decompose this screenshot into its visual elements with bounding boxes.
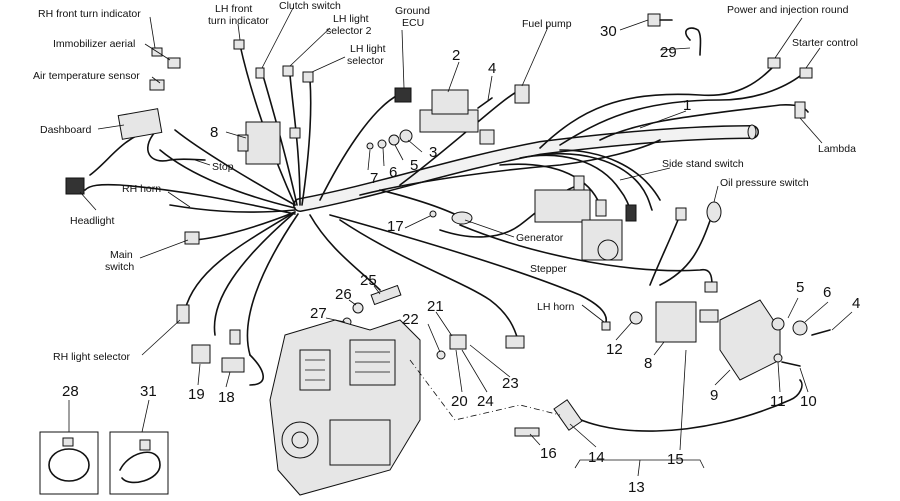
label-air-temperature-sensor: Air temperature sensor [33, 70, 140, 82]
label-fuel-pump: Fuel pump [522, 18, 572, 30]
part-number-17: 17 [387, 218, 404, 235]
label-rh-front-turn-indicator: RH front turn indicator [38, 8, 141, 20]
part-number-13: 13 [628, 479, 645, 496]
part-number-9: 9 [710, 387, 718, 404]
label-main-switch-line1: Main [110, 249, 133, 261]
part-number-6-top: 6 [389, 164, 397, 181]
label-lh-light-selector-2-line1: LH light [333, 13, 369, 25]
part-number-21: 21 [427, 298, 444, 315]
harness-wires [84, 44, 809, 386]
label-rh-horn: RH horn [122, 183, 161, 195]
reference-dashed-line [409, 359, 561, 421]
engine-block [269, 319, 421, 496]
label-dashboard: Dashboard [40, 124, 92, 136]
clamp-box-28 [39, 431, 99, 495]
label-power-injection-round: Power and injection round [727, 4, 849, 16]
part-number-8-top: 8 [210, 124, 218, 141]
part-number-11: 11 [770, 393, 786, 410]
text-labels: RH front turn indicator LH front turn in… [33, 0, 858, 363]
label-immobilizer-aerial: Immobilizer aerial [53, 38, 135, 50]
part-number-6-right: 6 [823, 284, 831, 301]
label-ground-line1: Ground [395, 5, 430, 17]
harness-connectors [65, 13, 831, 437]
part-number-2: 2 [452, 47, 460, 64]
label-lh-front-turn-line2: turn indicator [208, 15, 269, 27]
part-numbers: 1 2 3 4 4 5 5 6 6 7 8 8 9 10 11 12 13 14… [62, 23, 860, 496]
label-rh-light-selector: RH light selector [53, 351, 131, 363]
clamp-box-31 [109, 431, 169, 495]
label-stop: Stop [212, 161, 234, 173]
label-oil-pressure-switch: Oil pressure switch [720, 177, 809, 189]
label-lh-light-selector-line2: selector [347, 55, 384, 67]
part-number-19: 19 [188, 386, 205, 403]
label-clutch-switch: Clutch switch [279, 0, 341, 12]
label-generator: Generator [516, 232, 564, 244]
part-number-30: 30 [600, 23, 617, 40]
part-number-4-top: 4 [488, 60, 496, 77]
part-number-28: 28 [62, 383, 79, 400]
part-number-1: 1 [683, 97, 691, 114]
label-starter-control: Starter control [792, 37, 858, 49]
part-number-24: 24 [477, 393, 494, 410]
label-stepper: Stepper [530, 263, 567, 275]
part-number-18: 18 [218, 389, 235, 406]
label-lambda: Lambda [818, 143, 856, 155]
part-number-23: 23 [502, 375, 519, 392]
part-number-27: 27 [310, 305, 327, 322]
part-number-22: 22 [402, 311, 419, 328]
part-number-3: 3 [429, 144, 437, 161]
part-number-5-right: 5 [796, 279, 804, 296]
leader-lines [68, 7, 853, 477]
label-lh-front-turn-line1: LH front [215, 3, 252, 15]
part-number-15: 15 [667, 451, 684, 468]
label-lh-horn: LH horn [537, 301, 575, 313]
label-lh-light-selector-line1: LH light [350, 43, 386, 55]
label-headlight: Headlight [70, 215, 114, 227]
part-number-26: 26 [335, 286, 352, 303]
label-ground-line2: ECU [402, 17, 424, 29]
part-number-31: 31 [140, 383, 157, 400]
part-number-20: 20 [451, 393, 468, 410]
label-lh-light-selector-2-line2: selector 2 [326, 25, 372, 37]
part-number-14: 14 [588, 449, 605, 466]
part-number-25: 25 [360, 272, 377, 289]
part-number-10: 10 [800, 393, 817, 410]
part-number-16: 16 [540, 445, 557, 462]
label-side-stand-switch: Side stand switch [662, 158, 744, 170]
part-number-12: 12 [606, 341, 623, 358]
part-number-5-top: 5 [410, 157, 418, 174]
part-number-7: 7 [370, 170, 378, 187]
part-number-29: 29 [660, 44, 677, 61]
part-number-8-right: 8 [644, 355, 652, 372]
label-main-switch-line2: switch [105, 261, 134, 273]
part-number-4-right: 4 [852, 295, 860, 312]
